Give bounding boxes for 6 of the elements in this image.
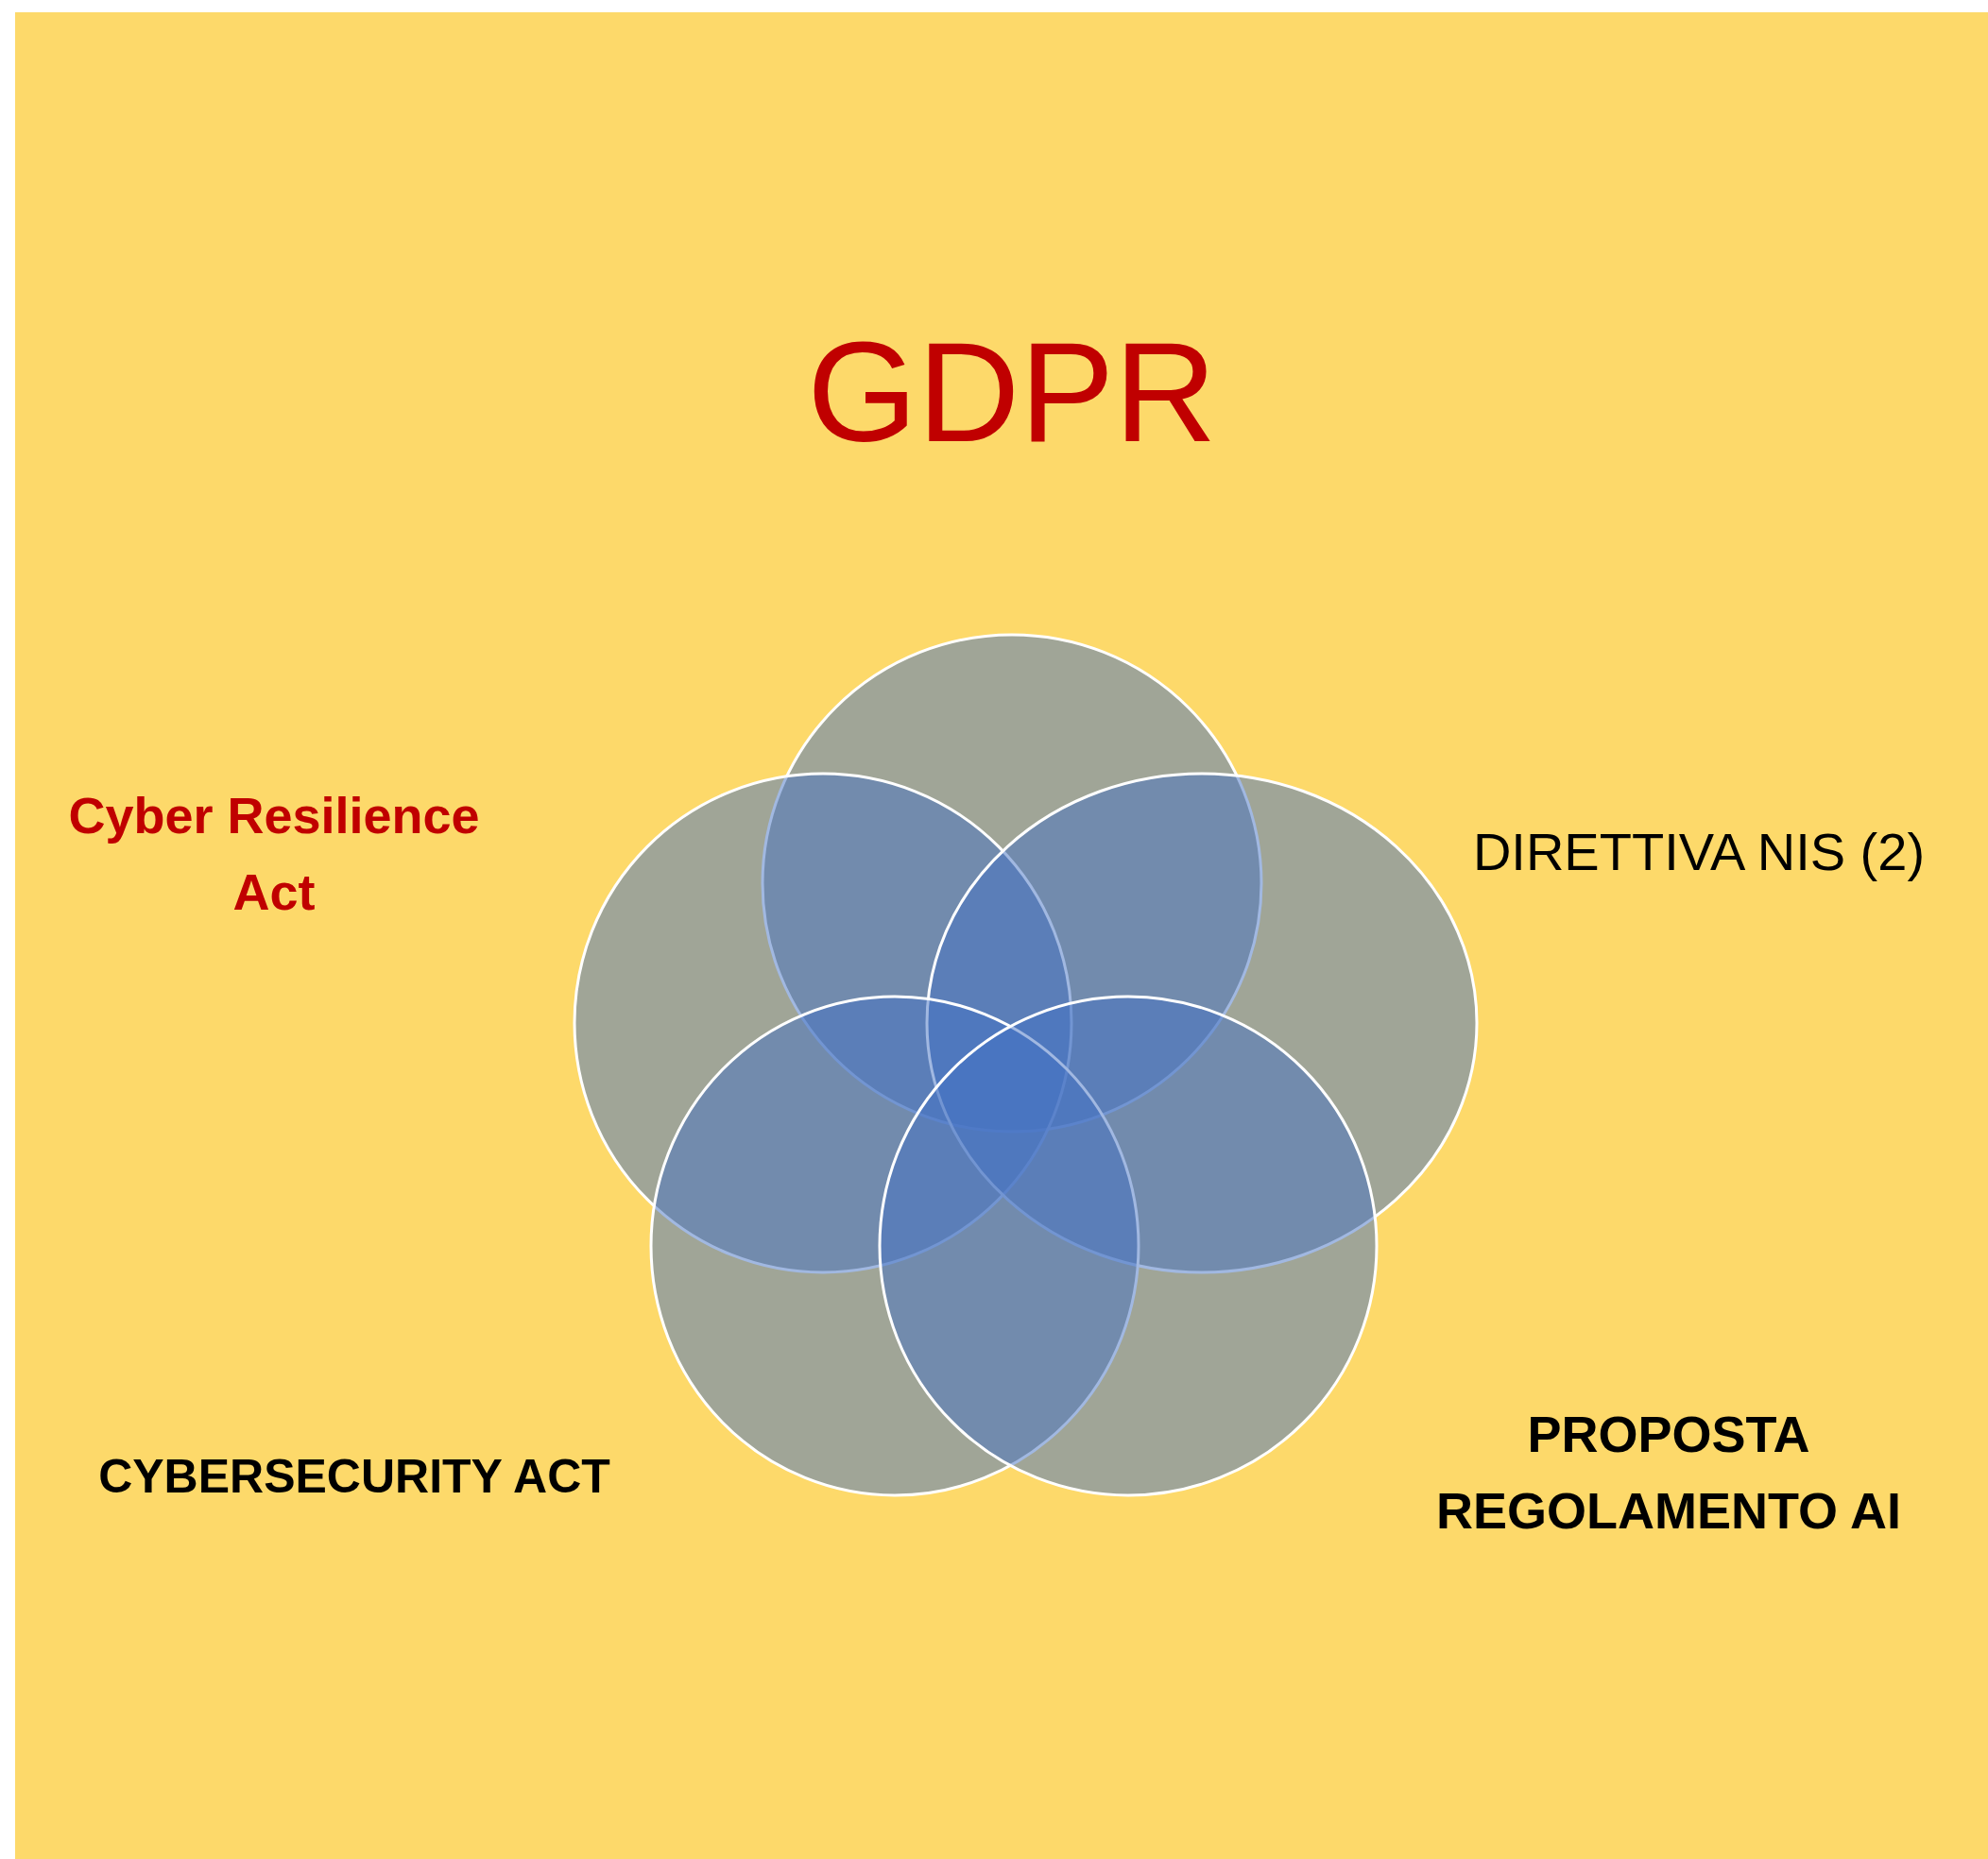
diagram-heading: GDPR: [806, 311, 1218, 473]
set-label: CYBERSECURITY ACT: [97, 1448, 611, 1505]
set-label: DIRETTIVA NIS (2): [1471, 821, 1927, 883]
set-label: PROPOSTA REGOLAMENTO AI: [1435, 1405, 1902, 1541]
set-label: Cyber Resilience Act: [67, 786, 481, 922]
venn-circle: [878, 995, 1379, 1497]
